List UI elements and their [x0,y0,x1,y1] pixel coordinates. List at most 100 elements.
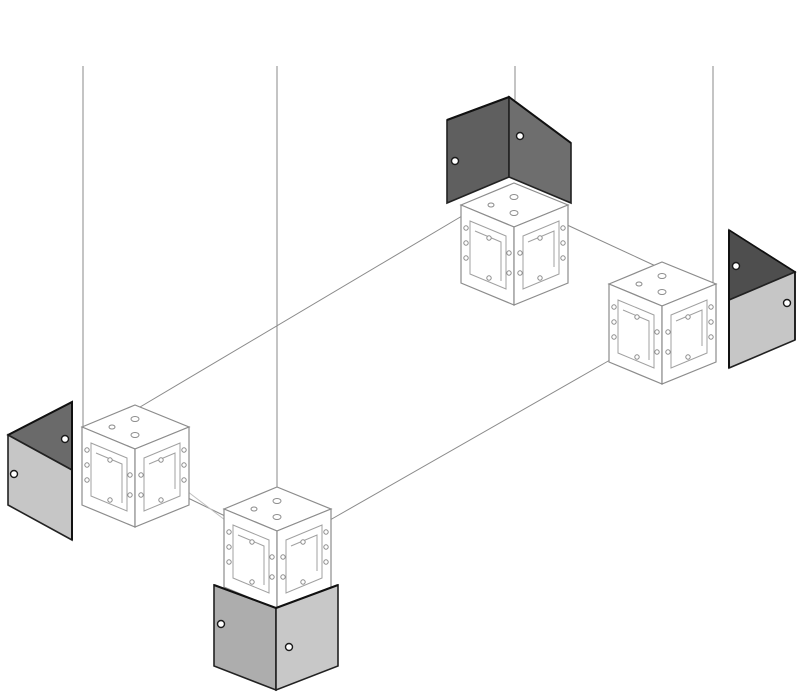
screw-icon [515,131,525,141]
cube-side-hole [300,579,306,585]
cube-top-hole [272,514,282,520]
cube-side-hole [107,497,113,503]
cube-side-hole [269,554,275,560]
cube-side-hole [463,240,469,246]
cube-top-hole [635,281,643,287]
cube-side-hole [138,472,144,478]
cube-side-hole [506,250,512,256]
cube-side-hole [84,447,90,453]
cube-side-hole [249,579,255,585]
cube-side-hole [486,235,492,241]
cube-side-hole [685,314,691,320]
cube-right-inner-frame [527,230,555,267]
cube-side-hole [280,574,286,580]
screw-icon [9,469,19,479]
cube-top-hole [250,506,258,512]
cube-side-hole [708,304,714,310]
cube-left-window [469,220,507,290]
cube-right-inner-frame [148,452,176,489]
frame-edge-front-right [329,359,611,521]
cube-side-hole [560,255,566,261]
cube-left-inner-frame [474,230,502,281]
cube-side-hole [537,235,543,241]
cube-top-hole [509,194,519,200]
screw-icon [450,156,460,166]
cube-top-hole [509,210,519,216]
corner-cube-back[interactable] [459,182,570,306]
cube-side-hole [280,554,286,560]
cube-side-hole [463,225,469,231]
cube-side-hole [300,539,306,545]
cube-side-hole [181,447,187,453]
cube-right-window [143,442,181,512]
cube-side-hole [463,255,469,261]
cube-right-window [285,524,323,594]
corner-cube-left[interactable] [80,404,191,528]
cube-side-hole [486,275,492,281]
corner-cover-back[interactable] [446,95,572,205]
cube-top-hole [657,273,667,279]
screw-icon [782,298,792,308]
corner-cube-right[interactable] [607,261,718,385]
cube-top-hole [130,432,140,438]
cube-side-hole [634,314,640,320]
cube-side-hole [226,544,232,550]
screw-icon [60,434,70,444]
frame-edge-left-front [187,497,226,517]
cover-left-outer-edge [7,400,73,540]
cube-side-hole [84,462,90,468]
cube-side-hole [708,319,714,325]
cube-side-hole [269,574,275,580]
cover-back-left-face [446,95,510,205]
cube-side-hole [249,539,255,545]
cube-left-window [232,524,270,594]
cube-side-hole [654,349,660,355]
cube-side-hole [560,225,566,231]
cube-side-hole [506,270,512,276]
corner-cover-front[interactable] [213,583,339,692]
cube-top-hole [108,424,116,430]
corner-cube-front[interactable] [222,486,333,610]
cube-right-window [522,220,560,290]
cube-top-hole [487,202,495,208]
frame-edge-back-right [564,223,661,269]
cube-side-hole [323,544,329,550]
cube-right-face [661,283,717,385]
cube-left-inner-frame [95,452,123,503]
cube-side-hole [517,270,523,276]
cube-side-hole [323,559,329,565]
cube-side-hole [685,354,691,360]
screw-icon [216,619,226,629]
cube-side-hole [138,492,144,498]
cube-side-hole [611,334,617,340]
cube-side-hole [537,275,543,281]
cube-side-hole [665,349,671,355]
cube-top-hole [272,498,282,504]
cube-side-hole [611,304,617,310]
cover-back-top-edge [446,95,572,144]
cover-front-top-edge [213,584,339,610]
screw-icon [731,261,741,271]
cube-right-face [134,426,190,528]
corner-cover-left[interactable] [6,400,73,542]
cube-right-face [513,204,569,306]
cube-side-hole [127,492,133,498]
cube-left-inner-frame [237,534,265,585]
cover-right-outer-edge [728,229,796,340]
cube-side-hole [181,462,187,468]
screw-icon [284,642,294,652]
cube-top-hole [657,289,667,295]
cube-side-hole [107,457,113,463]
cube-side-hole [323,529,329,535]
cube-side-hole [611,319,617,325]
frame-edge-left-back [134,215,463,411]
cube-top-hole [130,416,140,422]
cube-left-window [90,442,128,512]
cube-side-hole [560,240,566,246]
corner-cover-right[interactable] [728,228,797,370]
cube-side-hole [634,354,640,360]
cube-side-hole [654,329,660,335]
cube-side-hole [226,559,232,565]
cube-left-window [617,299,655,369]
